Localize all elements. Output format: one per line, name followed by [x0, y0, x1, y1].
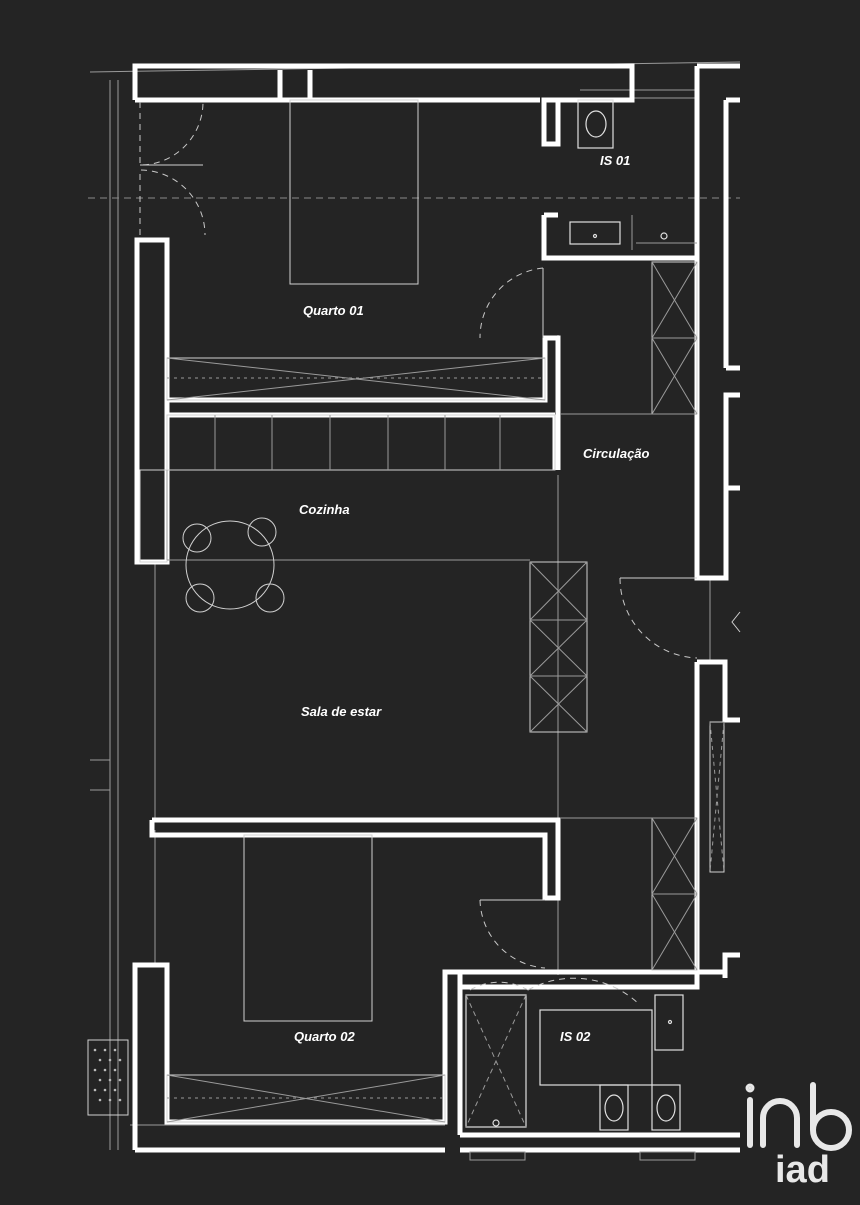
sink-is-02 [654, 994, 684, 1051]
iad-logo-text: iad [775, 1149, 830, 1191]
label-is-02: IS 02 [560, 1029, 591, 1044]
label-sala-de-estar: Sala de estar [301, 704, 382, 719]
sink-is-01 [569, 221, 621, 245]
doors [139, 101, 741, 991]
planter-dots [93, 1048, 122, 1102]
sanitary [465, 99, 697, 1161]
label-is-01: IS 01 [600, 153, 630, 168]
walls [132, 63, 740, 1153]
toilet-is-01 [577, 99, 614, 149]
furniture [87, 99, 725, 1123]
bidet-is-02 [651, 1084, 681, 1131]
label-quarto-02: Quarto 02 [294, 1029, 355, 1044]
bed-quarto-01 [289, 99, 419, 285]
iad-logo: iad [745, 1082, 852, 1191]
bed-quarto-02 [243, 834, 373, 1022]
room-labels: Quarto 01 IS 01 Circulação Cozinha Sala … [294, 153, 650, 1044]
label-circulacao: Circulação [583, 446, 650, 461]
toilet-is-02 [599, 1084, 629, 1131]
label-quarto-01: Quarto 01 [303, 303, 364, 318]
dining-table [185, 520, 275, 610]
label-cozinha: Cozinha [299, 502, 350, 517]
iad-logo-mark [745, 1082, 852, 1151]
